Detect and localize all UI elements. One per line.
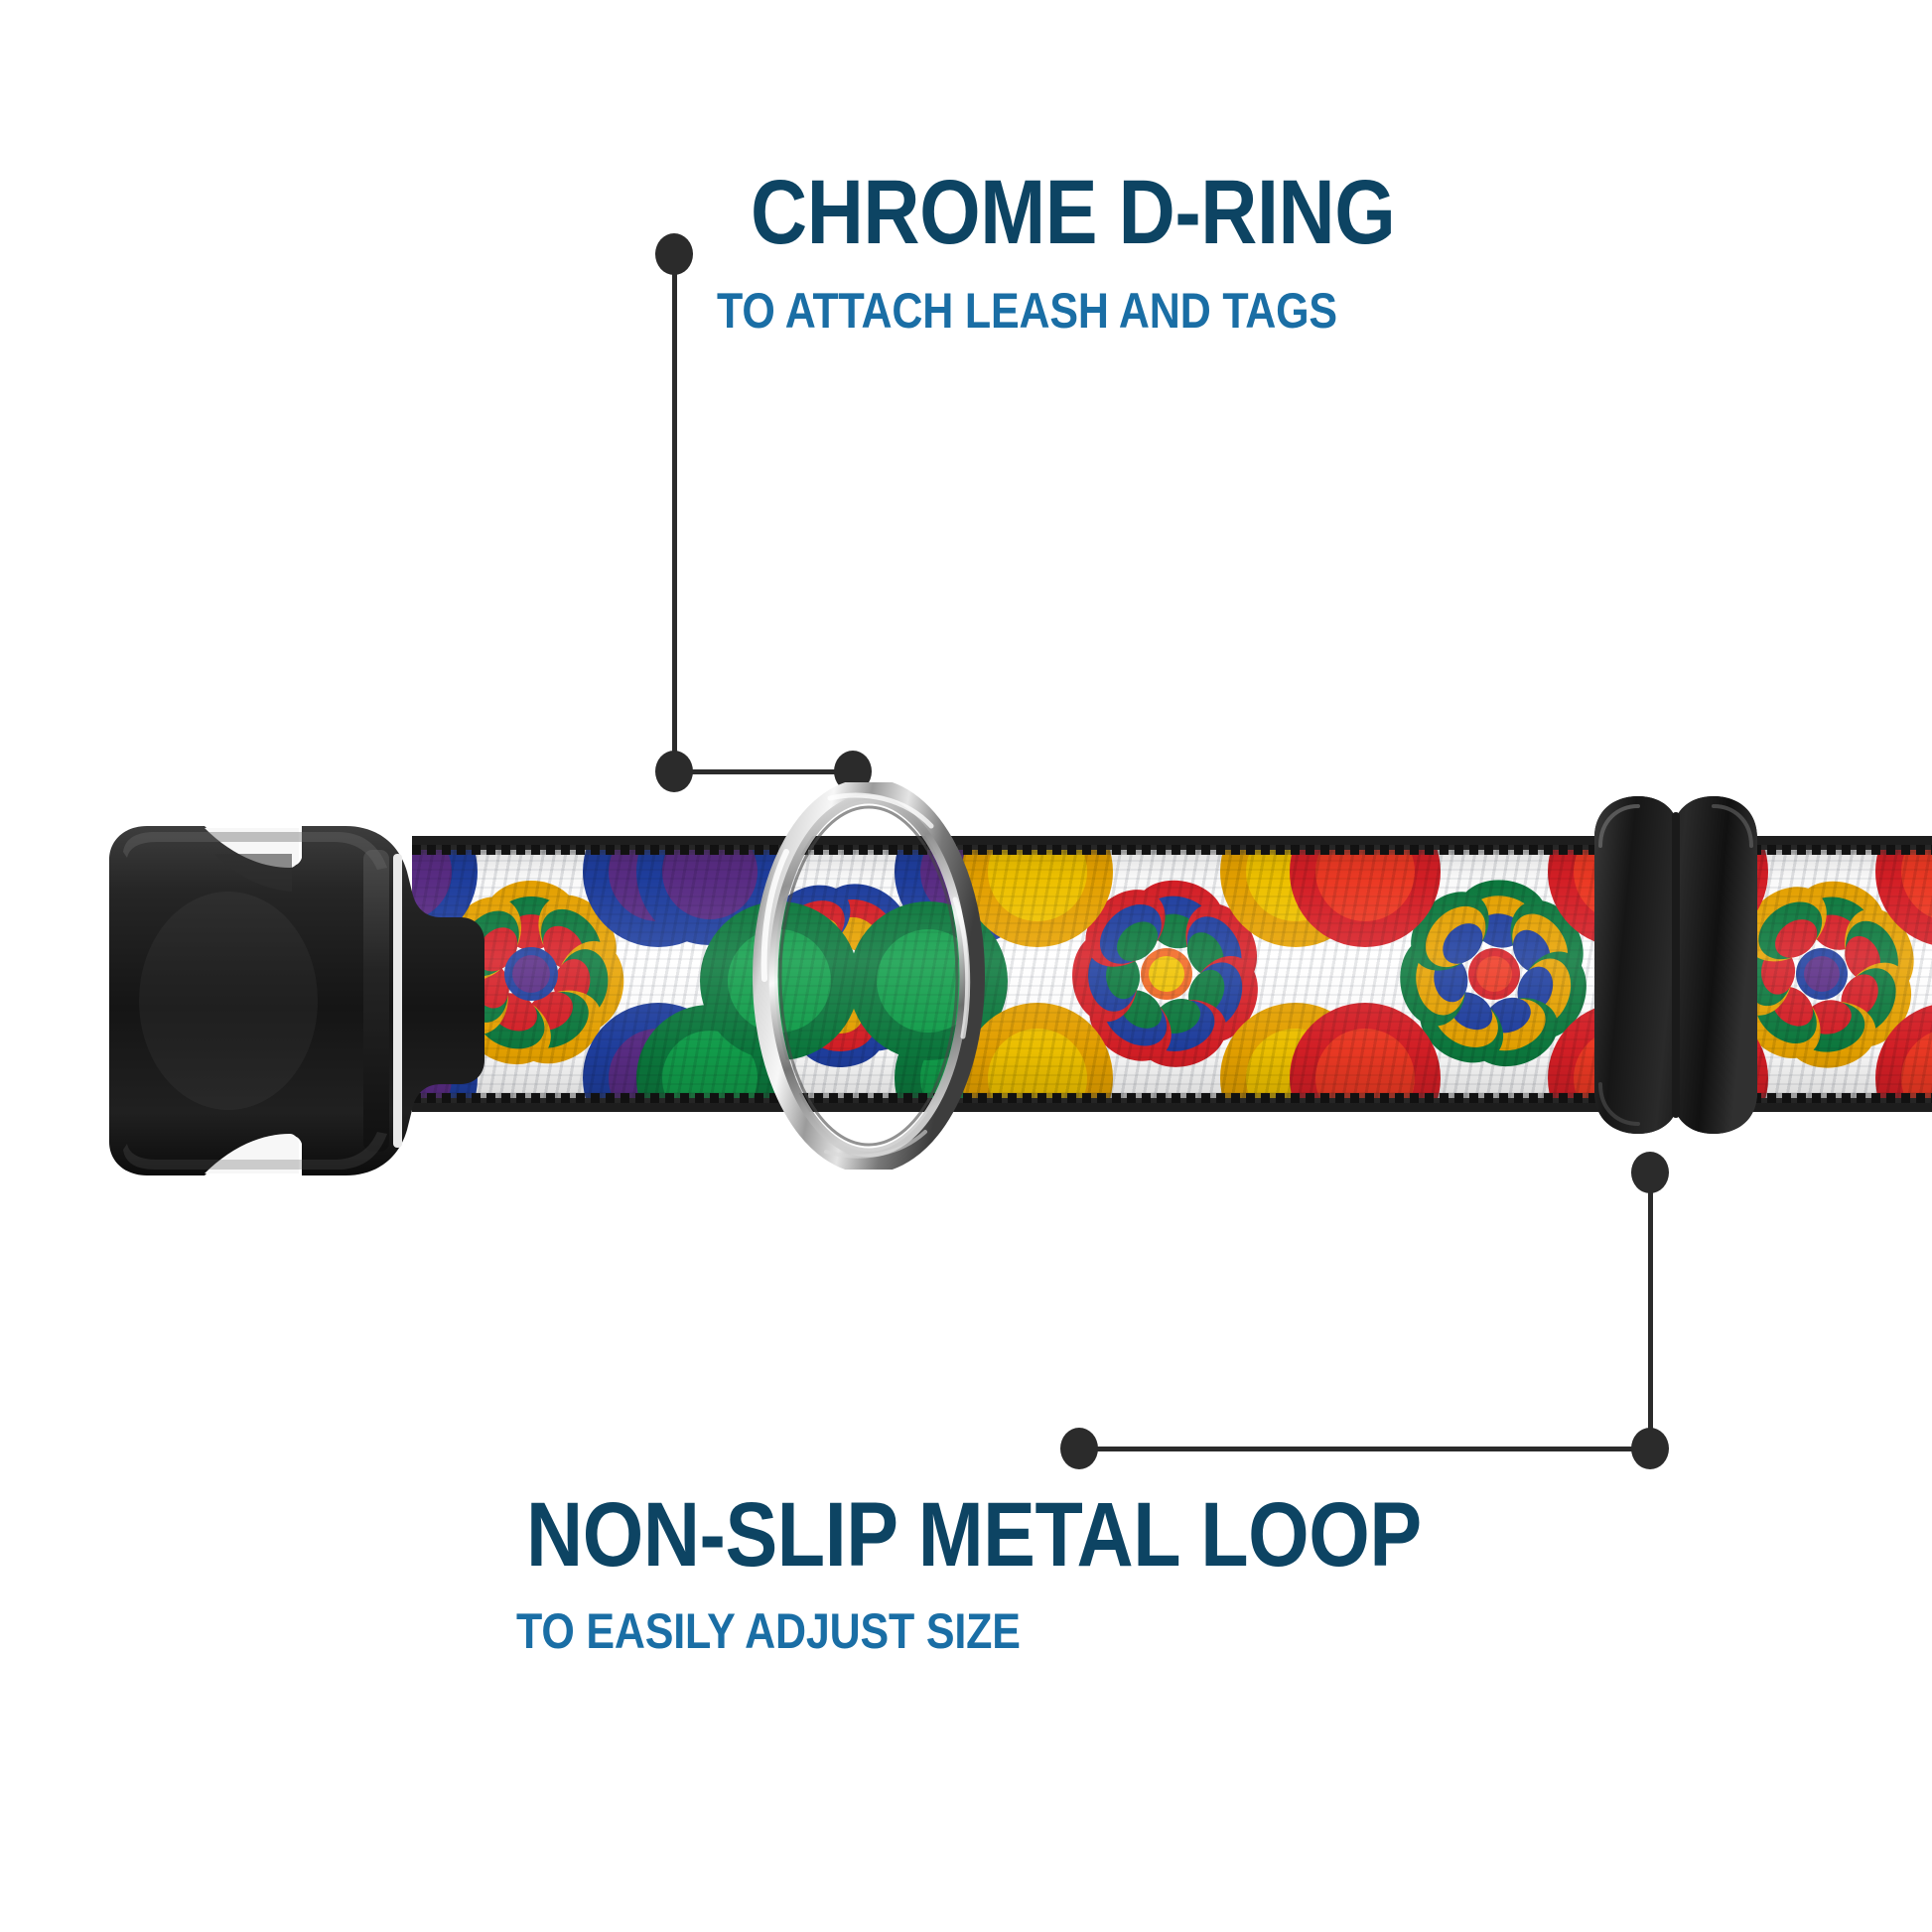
- buckle-body: [109, 826, 484, 1175]
- leader-line-bottom-vertical: [1648, 1172, 1653, 1449]
- d-ring-inner-band: [768, 794, 969, 1158]
- buckle-notch-bottom-inner: [205, 1134, 299, 1173]
- d-ring-inner-shadow: [778, 805, 959, 1147]
- d-ring-highlight-top: [827, 792, 934, 829]
- callout-subtitle-chrome-d-ring: TO ATTACH LEASH AND TAGS: [717, 283, 1337, 339]
- buckle-graphic: [109, 826, 484, 1175]
- leader-dot-bottom-start: [1060, 1428, 1098, 1469]
- buckle-sheen: [139, 892, 318, 1110]
- buckle-slot-gap-highlight: [393, 854, 402, 1148]
- leader-line-top-horizontal: [674, 769, 863, 774]
- d-ring-outer-band: [753, 782, 985, 1170]
- callout-subtitle-non-slip-metal-loop: TO EASILY ADJUST SIZE: [516, 1603, 1021, 1659]
- chrome-d-ring: [735, 782, 1003, 1170]
- leader-line-bottom-horizontal: [1078, 1447, 1650, 1451]
- buckle-webbing-slot-bar: [363, 850, 389, 1152]
- buckle-bottom-highlight: [123, 1132, 387, 1170]
- d-ring-graphic: [753, 782, 985, 1170]
- slider-highlight-topright: [1712, 804, 1753, 848]
- callout-title-chrome-d-ring: CHROME D-RING: [751, 162, 1396, 263]
- d-ring-highlight-bottom: [824, 1130, 927, 1159]
- leader-line-top-vertical: [672, 254, 677, 770]
- callout-title-non-slip-metal-loop: NON-SLIP METAL LOOP: [526, 1484, 1422, 1586]
- slider-highlight-bottomleft: [1598, 1082, 1640, 1126]
- buckle-recess-top: [214, 854, 292, 892]
- d-ring-highlight-left: [760, 849, 789, 982]
- slider-highlight-topleft: [1598, 804, 1640, 848]
- d-ring-highlight-right: [952, 897, 971, 1039]
- side-release-buckle: [79, 792, 506, 1209]
- buckle-top-highlight: [123, 832, 387, 870]
- slider-center-bar: [1672, 812, 1680, 1118]
- slider-loop-graphic: [1594, 796, 1757, 1134]
- slider-loop: [1577, 792, 1775, 1138]
